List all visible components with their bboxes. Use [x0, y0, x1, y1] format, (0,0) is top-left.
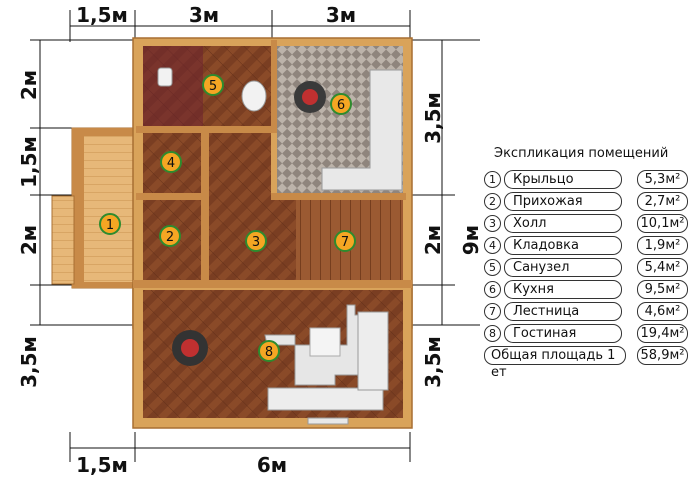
svg-text:7: 7 [341, 235, 349, 250]
legend-row-number: 6 [484, 281, 501, 298]
legend-row-area: 2,7м² [637, 192, 688, 211]
room-marker-1: 1 [99, 213, 121, 235]
svg-text:8: 8 [265, 345, 273, 360]
svg-text:5: 5 [209, 79, 217, 94]
room-marker-2: 2 [159, 225, 181, 247]
hall-floor [209, 133, 271, 280]
room-marker-5: 5 [202, 74, 224, 96]
legend-row-name: Кухня [504, 280, 622, 299]
kitchen-furniture [294, 69, 403, 191]
dim-right-1: 3,5м [421, 92, 445, 144]
floor-plan: 1,5м 3м 3м 2м 1,5м 2м 3,5м 3,5м 2м 3,5м … [17, 3, 480, 477]
legend-row-name: Кладовка [504, 236, 622, 255]
legend-title: Экспликация помещений [494, 146, 669, 161]
legend-row-name: Крыльцо [504, 170, 622, 189]
dim-top-1: 1,5м [76, 3, 128, 27]
room-markers: 1 2 3 4 5 6 7 [99, 74, 356, 252]
dim-left-3: 2м [17, 225, 41, 255]
legend-row-area: 9,5м² [637, 280, 688, 299]
legend-total-area: 58,9м² [637, 346, 688, 365]
dim-bottom-1: 1,5м [76, 453, 128, 477]
svg-text:6: 6 [337, 98, 345, 113]
legend-row-area: 1,9м² [637, 236, 688, 255]
legend-row-name: Санузел [504, 258, 622, 277]
legend-row-name: Холл [504, 214, 622, 233]
legend-row-area: 4,6м² [637, 302, 688, 321]
legend-row-name: Гостиная [504, 324, 622, 343]
legend-row-area: 19,4м² [637, 324, 688, 343]
dim-right-total: 9м [459, 225, 480, 255]
legend-row-area: 5,3м² [637, 170, 688, 189]
room-marker-7: 7 [334, 230, 356, 252]
hall-floor-right [271, 200, 296, 280]
room-marker-3: 3 [245, 230, 267, 252]
porch [51, 127, 136, 289]
legend-row-number: 8 [484, 325, 501, 342]
svg-text:4: 4 [167, 156, 175, 171]
dim-right-2: 2м [421, 225, 445, 255]
svg-text:1: 1 [106, 218, 114, 233]
legend-row-area: 5,4м² [637, 258, 688, 277]
dim-bottom-2: 6м [257, 453, 287, 477]
dim-top-2: 3м [189, 3, 219, 27]
dim-left-1: 2м [17, 70, 41, 100]
legend-total-label: Общая площадь 1 ет [484, 346, 626, 380]
legend-row-area: 10,1м² [637, 214, 688, 233]
dim-top-3: 3м [326, 3, 356, 27]
legend-row-number: 3 [484, 215, 501, 232]
bathroom-tile [143, 46, 203, 126]
legend-row-number: 4 [484, 237, 501, 254]
legend-row-number: 1 [484, 171, 501, 188]
room-marker-4: 4 [160, 151, 182, 173]
legend-row-number: 5 [484, 259, 501, 276]
room-marker-8: 8 [258, 340, 280, 362]
legend-row-number: 2 [484, 193, 501, 210]
svg-text:2: 2 [166, 230, 174, 245]
dim-right-3: 3,5м [421, 336, 445, 388]
dim-left-4: 3,5м [17, 336, 41, 388]
legend-row-name: Лестница [504, 302, 622, 321]
bathroom-fixtures [157, 67, 267, 112]
legend-row-name: Прихожая [504, 192, 622, 211]
svg-text:3: 3 [252, 235, 260, 250]
living-room-layer [0, 0, 480, 483]
dim-left-2: 1,5м [17, 136, 41, 188]
legend-total-row: Общая площадь 1 ет 58,9м² [482, 346, 698, 380]
dimension-lines [30, 10, 480, 462]
legend-row-number: 7 [484, 303, 501, 320]
room-marker-6: 6 [330, 93, 352, 115]
